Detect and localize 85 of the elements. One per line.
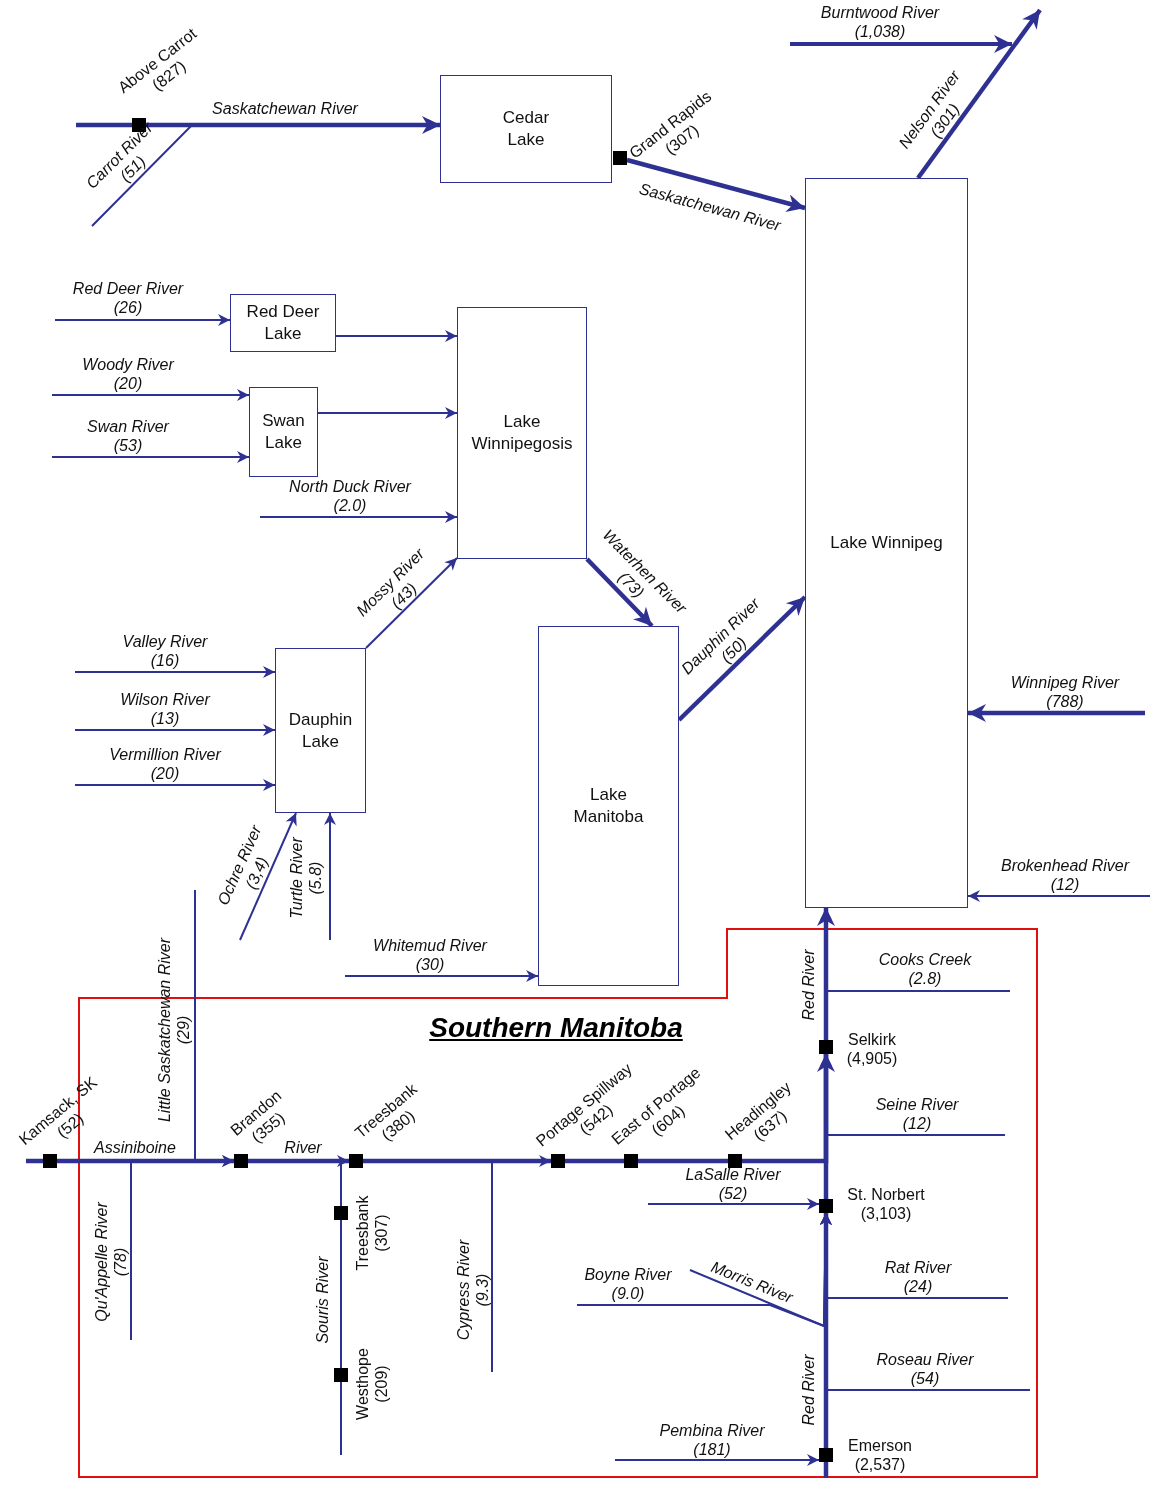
river-label: Vermillion River (20) [109,745,221,783]
river-arrow [239,812,297,941]
river-arrow [74,724,276,736]
river-label: Turtle River (5.8) [287,837,325,919]
region-title: Southern Manitoba [429,1012,683,1044]
river-label: Burntwood River (1,038) [820,3,940,41]
lake-box [275,648,366,813]
river-label: Ochre River (3,4) [213,822,273,910]
river-arrow [74,779,276,791]
lake-box [249,387,318,477]
river-arrow [968,704,1145,722]
lake-name: Dauphin Lake [287,708,354,753]
river-arrow [585,557,654,628]
lake-box [805,178,968,908]
river-arrow [146,116,440,134]
river-arrow [324,812,336,941]
river-line [823,1054,829,1199]
station-label: St. Norbert (3,103) [847,1185,925,1223]
river-line [57,1158,234,1164]
river-line [76,122,132,128]
lake-box [538,626,679,986]
lake-name: Cedar Lake [501,107,551,151]
river-label: Little Saskatchewan River (29) [155,937,193,1123]
river-label: Morris River [708,1257,796,1307]
river-label: Rat River (24) [884,1258,952,1296]
station-label: Treesbank (307) [353,1195,391,1271]
lake-name: Red Deer Lake [245,301,321,345]
river-label: Assiniboine [94,1137,176,1157]
river-line [340,1381,342,1456]
river-arrow [817,908,835,1040]
river-arrow [344,970,539,982]
lake-box [457,307,587,559]
river-line [823,1213,829,1448]
river-label: Valley River (16) [122,632,208,670]
river-label: Brokenhead River (12) [1000,856,1130,894]
river-arrow [365,557,458,649]
river-label: Cooks Creek (2.8) [878,950,972,988]
river-line [638,1158,728,1164]
lake-name: Swan Lake [261,410,306,454]
river-label: LaSalle River (52) [685,1165,781,1203]
river-line [565,1158,624,1164]
river-label: Roseau River (54) [876,1350,974,1388]
station-label: Westhope (209) [353,1348,391,1420]
river-label: North Duck River (2.0) [289,477,411,515]
river-label: Red Deer River (26) [72,279,184,317]
river-label: Red River [798,1354,818,1426]
river-arrow [335,330,458,342]
river-arrow [614,1454,820,1466]
river-label: Red River [798,949,818,1021]
station-label: Selkirk (4,905) [846,1030,898,1068]
river-label: Saskatchewan River [212,98,358,118]
river-label: Boyne River (9.0) [584,1265,672,1303]
lake-name: Lake Winnipegosis [470,411,574,455]
river-label: Wilson River (13) [120,690,210,728]
river-label: Qu'Appelle River (78) [92,1202,130,1322]
river-label: Swan River (53) [87,417,169,455]
river-label: River [284,1138,322,1157]
river-line [248,1158,349,1164]
river-label: Souris River [312,1256,332,1344]
river-line [363,1158,551,1164]
river-arrow [647,1198,820,1210]
river-arrow [916,8,1042,180]
river-line [340,1219,342,1369]
lake-name: Lake Manitoba [572,784,645,828]
river-arrow [54,314,231,326]
river-arrow [967,890,1151,902]
river-label: Cypress River (9.3) [454,1239,492,1341]
lake-name: Lake Winnipeg [830,532,943,554]
lake-box [440,75,612,183]
lake-box [230,294,336,352]
river-arrow [317,407,458,419]
river-label: Winnipeg River (788) [1010,673,1120,711]
river-label: Seine River (12) [875,1095,959,1133]
river-arrow [51,389,250,401]
river-label: Whitemud River (30) [373,936,487,974]
river-arrow [677,595,807,722]
station-label: Emerson (2,537) [848,1436,912,1474]
river-label: Woody River (20) [82,355,174,393]
river-arrow [51,451,250,463]
river-label: Pembina River (181) [659,1421,765,1459]
river-line [823,1462,829,1478]
river-line [26,1158,43,1164]
river-arrow [74,666,276,678]
river-arrow [626,157,806,212]
river-arrow [259,511,458,523]
